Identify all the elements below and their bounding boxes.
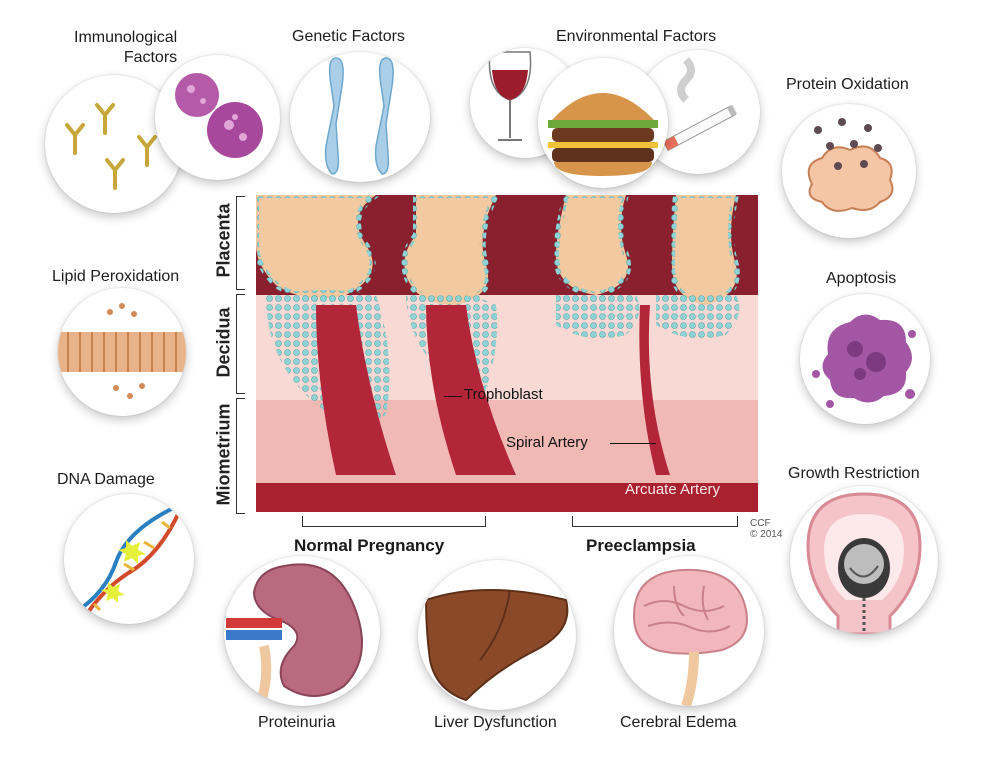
- decidua-bracket: [236, 294, 245, 394]
- liver-dysfunction-label: Liver Dysfunction: [434, 714, 557, 731]
- chromosome-icon: [324, 57, 394, 175]
- preeclampsia-bracket: [572, 516, 738, 527]
- liver-icon: [424, 589, 569, 702]
- proteinuria-label: Proteinuria: [258, 714, 336, 731]
- brain-icon: [632, 568, 748, 706]
- preeclampsia-label: Preeclampsia: [586, 536, 696, 555]
- immune-cells-circle: [155, 55, 280, 180]
- trophoblast-label: Trophoblast: [464, 386, 543, 403]
- ccf-org: CCF: [750, 518, 771, 529]
- spiral-artery-pointer: [610, 443, 656, 444]
- kidney-icon: [226, 563, 363, 706]
- ccf-year: © 2014: [750, 529, 783, 540]
- proteinuria-circle: [224, 556, 380, 706]
- normal-pregnancy-bracket: [302, 516, 486, 527]
- trophoblast-pointer: [444, 396, 462, 397]
- cerebral-edema-circle: [614, 556, 764, 706]
- protein-icon: [807, 118, 894, 212]
- dna-icon: [74, 502, 183, 620]
- miometrium-bracket: [236, 398, 245, 514]
- dna-damage-label: DNA Damage: [57, 471, 155, 488]
- arcuate-artery-label: Arcuate Artery: [625, 481, 721, 498]
- spiral-artery-label: Spiral Artery: [506, 434, 588, 451]
- uterus-fetus-icon: [806, 492, 922, 634]
- placenta-cross-section: [256, 195, 758, 512]
- dna-damage-circle: [64, 494, 194, 624]
- genetic-factors-circle: [290, 52, 430, 182]
- placenta-bracket: [236, 196, 245, 290]
- environmental-circle-burger: [538, 58, 668, 188]
- decidua-label: Decidua: [213, 307, 234, 378]
- immune-cell-icon: [175, 73, 263, 158]
- apoptosis-label: Apoptosis: [826, 270, 897, 287]
- apoptotic-cell-icon: [812, 314, 916, 408]
- spiral-arteries: [316, 305, 670, 475]
- protein-oxidation-label: Protein Oxidation: [786, 76, 909, 93]
- liver-dysfunction-circle: [418, 560, 576, 710]
- growth-restriction-label: Growth Restriction: [788, 465, 920, 482]
- antibody-icon: [65, 103, 157, 190]
- ccf-signature: CCF © 2014: [750, 518, 782, 540]
- placenta-label: Placenta: [213, 203, 234, 278]
- burger-icon: [548, 93, 658, 176]
- immunological-factors-label: Immunological Factors: [74, 29, 178, 66]
- cigarette-icon: [662, 57, 737, 152]
- apoptosis-circle: [800, 294, 930, 424]
- environmental-factors-label: Environmental Factors: [556, 28, 717, 45]
- cerebral-edema-label: Cerebral Edema: [620, 714, 737, 731]
- arcuate-artery-region: [256, 483, 758, 512]
- placental-villi: [256, 195, 740, 309]
- lipid-peroxidation-circle: [58, 288, 186, 416]
- normal-pregnancy-label: Normal Pregnancy: [294, 536, 445, 555]
- miometrium-label: Miometrium: [213, 403, 234, 506]
- genetic-factors-label: Genetic Factors: [292, 28, 405, 45]
- lipid-membrane-icon: [58, 303, 186, 399]
- wine-glass-icon: [488, 51, 532, 141]
- protein-oxidation-circle: [782, 104, 916, 238]
- growth-restriction-circle: [790, 486, 938, 634]
- lipid-peroxidation-label: Lipid Peroxidation: [52, 268, 180, 285]
